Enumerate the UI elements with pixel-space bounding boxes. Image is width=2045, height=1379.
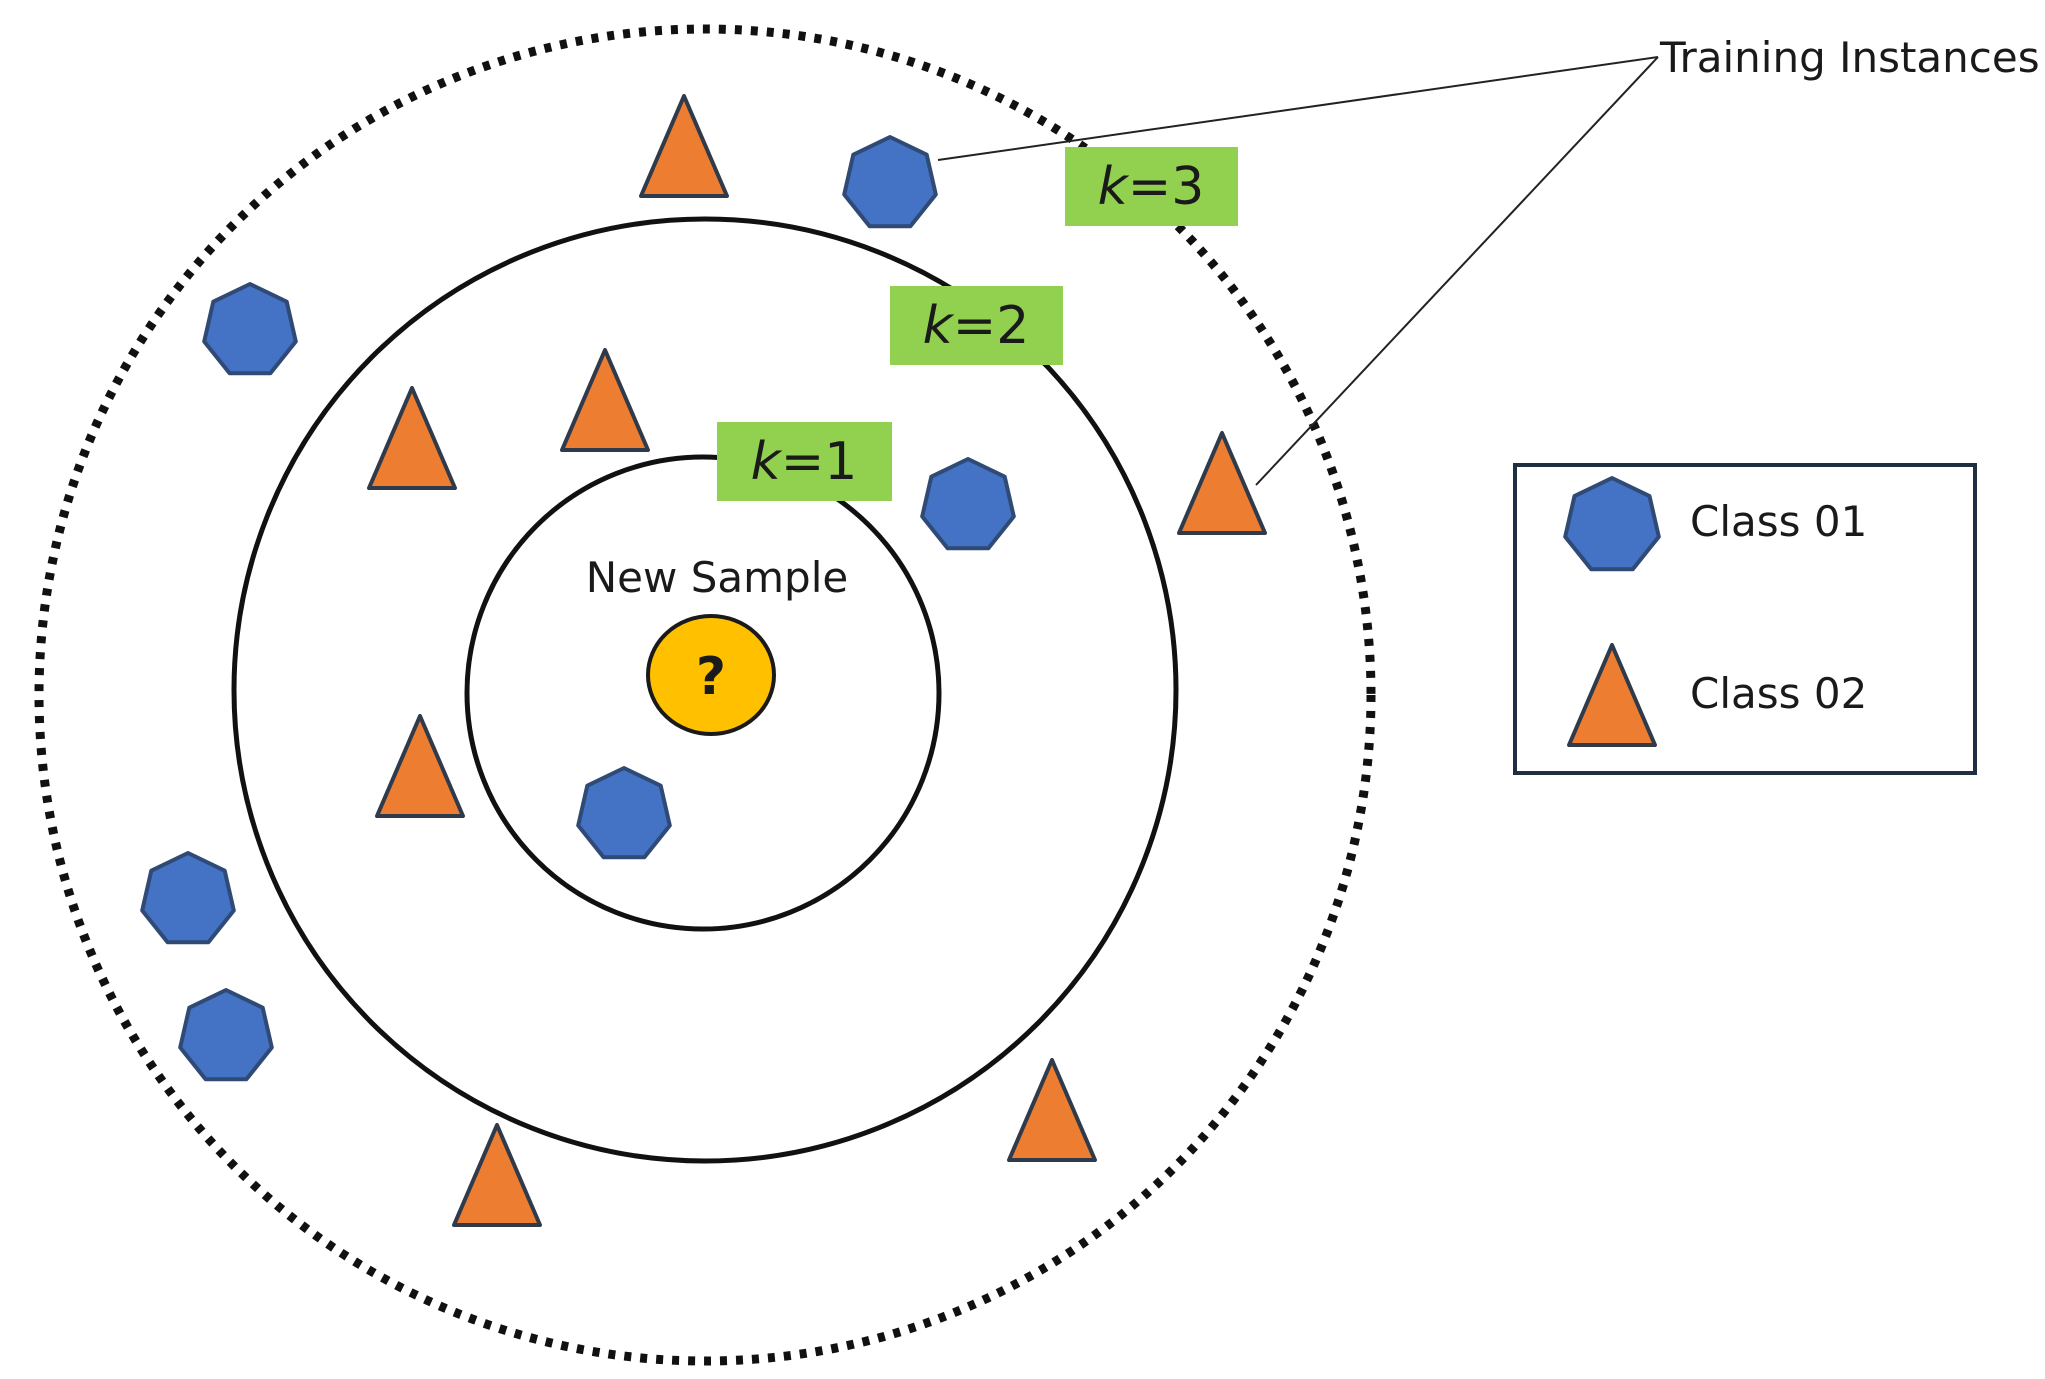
legend-heptagon-shape — [1563, 476, 1661, 572]
k3-dotted-boundary — [34, 24, 1376, 1366]
leader-line-triangle — [1255, 56, 1659, 486]
k3-label: k=3 — [1098, 157, 1205, 217]
triangle-icon — [560, 348, 650, 452]
leader-line-hexagon — [937, 56, 1659, 161]
legend-class01-label: Class 01 — [1690, 497, 1867, 546]
class02-instances — [367, 94, 1267, 1227]
triangle-icon — [452, 1123, 542, 1227]
triangle-icon — [375, 714, 465, 818]
new-sample-marker: ? — [646, 614, 776, 736]
training-instances-label: Training Instances — [1659, 33, 2040, 82]
k3-label-box: k=3 — [1065, 147, 1238, 226]
k2-label: k=2 — [923, 296, 1030, 356]
triangle-icon — [1567, 643, 1657, 747]
heptagon-icon — [576, 766, 672, 860]
legend-triangle-shape — [1567, 643, 1657, 747]
heptagon-icon — [920, 457, 1016, 551]
question-mark: ? — [696, 647, 726, 707]
new-sample-label: New Sample — [586, 553, 848, 602]
k1-boundary — [464, 454, 942, 932]
heptagon-icon — [842, 135, 938, 229]
triangle-icon — [1177, 431, 1267, 535]
k1-label: k=1 — [751, 432, 858, 492]
heptagon-icon — [178, 988, 274, 1082]
legend-class02-label: Class 02 — [1690, 669, 1867, 718]
class01-instances — [140, 135, 1016, 1082]
heptagon-icon — [140, 851, 236, 945]
heptagon-icon — [202, 282, 298, 376]
heptagon-icon — [1563, 476, 1661, 572]
k2-boundary — [231, 216, 1179, 1164]
legend-frame — [1513, 463, 1977, 775]
triangle-icon — [639, 94, 729, 198]
k1-label-box: k=1 — [717, 422, 892, 501]
triangle-icon — [367, 386, 457, 490]
k2-label-box: k=2 — [890, 286, 1063, 365]
triangle-icon — [1007, 1058, 1097, 1162]
legend: Class 01 Class 02 — [1513, 463, 1977, 775]
circle-icon — [646, 614, 776, 736]
